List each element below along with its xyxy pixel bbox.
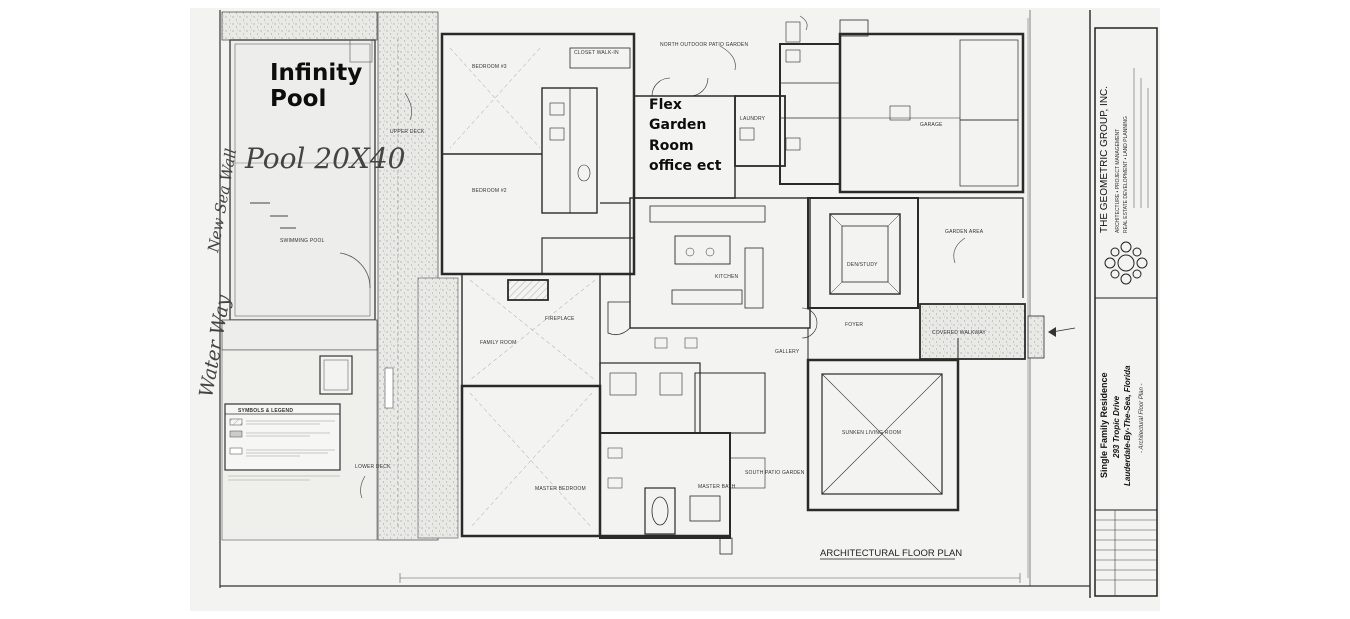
label-lower-deck: LOWER DECK xyxy=(355,464,391,470)
label-den-study: DEN/STUDY xyxy=(847,262,878,268)
sheet-name: - Architectural Floor Plan - xyxy=(1139,384,1145,453)
label-foyer: FOYER xyxy=(845,322,863,328)
garden-walkway xyxy=(918,197,1076,360)
dimension-lines xyxy=(399,18,1029,583)
symbols-legend xyxy=(224,403,341,481)
label-garden-area: GARDEN AREA xyxy=(945,229,984,235)
sunken-living-room xyxy=(806,328,960,512)
flex-label-line-2: Garden xyxy=(649,117,707,134)
garage xyxy=(838,19,1025,194)
firm-address-lines xyxy=(1133,68,1149,208)
floor-plan-sheet: BEDROOM #3 BEDROOM #2 CLOSET WALK-IN NOR… xyxy=(190,8,1160,611)
label-bedroom-3: BEDROOM #3 xyxy=(472,64,507,70)
pool-size-handwriting: Pool 20X40 xyxy=(244,142,405,175)
annotation-leaders xyxy=(360,15,966,499)
firm-name: THE GEOMETRIC GROUP, INC. xyxy=(1099,86,1110,233)
flex-label-line-1: Flex xyxy=(649,97,682,113)
label-family-room: FAMILY ROOM xyxy=(480,340,516,346)
label-swimming-pool: SWIMMING POOL xyxy=(280,238,325,244)
family-room xyxy=(461,273,818,387)
infinity-pool-overlay: Infinity Pool xyxy=(270,60,362,113)
firm-services-2: REAL ESTATE DEVELOPMENT • LAND PLANNING xyxy=(1123,116,1129,233)
flex-label-line-4: office ect xyxy=(649,157,722,174)
title-block: THE GEOMETRIC GROUP, INC. ARCHITECTURE •… xyxy=(1094,27,1158,597)
label-sunken-living: SUNKEN LIVING ROOM xyxy=(842,430,901,436)
label-fireplace: FIREPLACE xyxy=(545,316,575,322)
project-city: Lauderdale-By-The-Sea, Florida xyxy=(1123,365,1132,486)
flex-room-overlay: Flex Garden Room office ect xyxy=(649,95,721,176)
label-closet: CLOSET WALK-IN xyxy=(574,50,619,56)
firm-logo xyxy=(1104,241,1148,285)
flex-label-line-3: Room xyxy=(649,137,694,154)
west-bedrooms xyxy=(440,32,636,276)
legend-title: SYMBOLS & LEGEND xyxy=(238,408,293,414)
label-laundry: LAUNDRY xyxy=(740,116,766,122)
pool-deck xyxy=(221,11,378,541)
label-upper-deck: UPPER DECK xyxy=(390,129,425,135)
pool-label-line-1: Infinity xyxy=(270,60,363,86)
label-gallery: GALLERY xyxy=(775,349,800,355)
pool-label-line-2: Pool xyxy=(270,86,327,113)
kitchen xyxy=(600,197,811,349)
label-master-bath: MASTER BATH xyxy=(698,484,736,490)
label-south-patio: SOUTH PATIO GARDEN xyxy=(745,470,805,476)
label-walkway: COVERED WALKWAY xyxy=(932,330,986,336)
stippled-walkways xyxy=(377,11,459,541)
sheet-border xyxy=(219,10,1091,598)
master-wing xyxy=(460,362,766,555)
plan-title: ARCHITECTURAL FLOOR PLAN xyxy=(820,548,962,559)
label-garage: GARAGE xyxy=(920,122,943,128)
title-block-rows xyxy=(1095,510,1157,596)
label-master-bedroom: MASTER BEDROOM xyxy=(535,486,586,492)
project-name: Single Family Residence xyxy=(1099,372,1109,478)
project-street: 293 Tropic Drive xyxy=(1112,395,1121,459)
floor-plan-drawing: BEDROOM #3 BEDROOM #2 CLOSET WALK-IN NOR… xyxy=(195,10,1158,598)
firm-services-1: ARCHITECTURE • PROJECT MANAGEMENT xyxy=(1115,129,1121,233)
label-bedroom-2: BEDROOM #2 xyxy=(472,188,507,194)
label-north-patio: NORTH OUTDOOR PATIO GARDEN xyxy=(660,42,748,48)
den-study xyxy=(807,197,919,309)
label-kitchen: KITCHEN xyxy=(715,274,739,280)
